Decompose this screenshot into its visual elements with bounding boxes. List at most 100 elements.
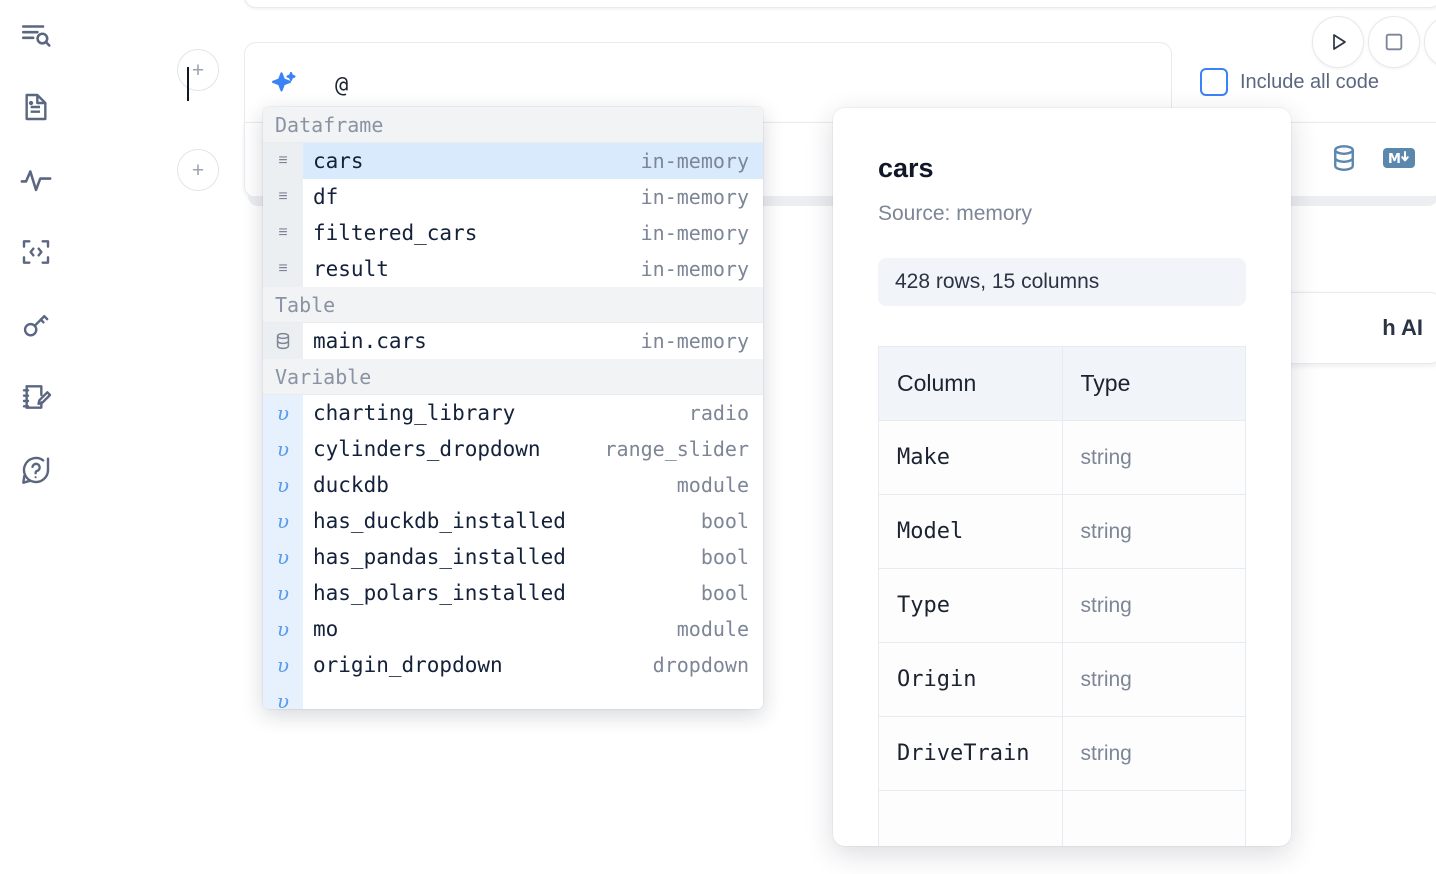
doc-column-type: string [1061,420,1246,495]
doc-column-type: string [1061,568,1246,643]
add-cell-button-bottom[interactable]: + [177,149,219,191]
autocomplete-item[interactable]: υ has_pandas_installed bool [263,539,763,575]
autocomplete-item-name: charting_library [313,401,516,425]
doc-column-type: string [1061,716,1246,791]
doc-column-name [878,790,1063,846]
doc-column-type: string [1061,494,1246,569]
previous-cell-card [244,0,1436,8]
variable-icon: υ [263,611,303,647]
autocomplete-item-name: has_pandas_installed [313,545,566,569]
autocomplete-item-type: bool [700,581,749,605]
autocomplete-item-name: origin_dropdown [313,653,503,677]
autocomplete-item-name: has_duckdb_installed [313,509,566,533]
autocomplete-item-type: in-memory [640,329,749,353]
doc-col-header-column: Column [878,346,1063,421]
autocomplete-item[interactable]: ≡ result in-memory [263,251,763,287]
dataframe-doc-panel: cars Source: memory 428 rows, 15 columns… [833,108,1291,846]
markdown-icon[interactable]: M [1383,146,1415,175]
autocomplete-item-type: in-memory [640,149,749,173]
doc-source: Source: memory [878,202,1033,225]
autocomplete-section-header: Table [263,287,763,323]
variable-icon: υ [263,431,303,467]
autocomplete-item[interactable]: main.cars in-memory [263,323,763,359]
autocomplete-item-type: in-memory [640,185,749,209]
autocomplete-item-type: in-memory [640,257,749,281]
help-icon[interactable] [11,445,61,495]
autocomplete-item-name: result [313,257,389,281]
variable-icon: υ [263,647,303,683]
doc-col-header-type: Type [1061,346,1246,421]
variable-icon: υ [263,395,303,431]
doc-shape-badge: 428 rows, 15 columns [878,258,1246,306]
database-icon[interactable] [1329,143,1359,178]
autocomplete-item-name: cars [313,149,364,173]
cell-action-icons: M [1329,143,1415,178]
autocomplete-item-name: main.cars [313,329,427,353]
activity-icon[interactable] [11,155,61,205]
autocomplete-section-header: Variable [263,359,763,395]
doc-column-name: DriveTrain [878,716,1063,791]
stop-button[interactable] [1368,16,1420,68]
left-icon-rail [0,0,72,874]
variable-icon: υ [263,683,303,709]
autocomplete-item[interactable]: υ origin_dropdown dropdown [263,647,763,683]
autocomplete-item[interactable]: υ cylinders_dropdown range_slider [263,431,763,467]
more-actions-button[interactable] [1424,16,1436,68]
doc-column-type: string [1061,642,1246,717]
add-cell-button-top[interactable]: + [177,49,219,91]
autocomplete-item-type: range_slider [604,437,750,461]
autocomplete-item-name: df [313,185,339,209]
dataframe-icon: ≡ [263,251,303,287]
snippets-icon[interactable] [11,227,61,277]
autocomplete-item[interactable]: ≡ df in-memory [263,179,763,215]
generate-with-ai-button[interactable]: h AI [1262,292,1436,364]
doc-column-name: Make [878,420,1063,495]
doc-column-name: Type [878,568,1063,643]
autocomplete-item-type: dropdown [652,653,749,677]
doc-title: cars [878,153,934,183]
ai-prompt-input[interactable] [335,65,1135,105]
run-button[interactable] [1312,16,1364,68]
autocomplete-item-type: module [676,617,749,641]
autocomplete-item-type: module [676,473,749,497]
autocomplete-item-type: in-memory [640,221,749,245]
autocomplete-item-name: cylinders_dropdown [313,437,541,461]
doc-column-name: Origin [878,642,1063,717]
autocomplete-item[interactable]: υ has_duckdb_installed bool [263,503,763,539]
autocomplete-item[interactable]: υ [263,683,763,709]
autocomplete-item-type: bool [700,509,749,533]
dataframe-icon: ≡ [263,179,303,215]
variable-icon: υ [263,539,303,575]
variable-icon: υ [263,503,303,539]
doc-table-row [878,790,1246,846]
doc-column-type [1061,790,1246,846]
include-all-code-row[interactable]: Include all code [1200,68,1379,96]
autocomplete-item-type: bool [700,545,749,569]
secrets-icon[interactable] [11,300,61,350]
scratchpad-icon[interactable] [11,372,61,422]
variable-icon: υ [263,575,303,611]
autocomplete-item-name: filtered_cars [313,221,478,245]
include-all-code-label: Include all code [1240,70,1379,93]
variable-icon: υ [263,467,303,503]
explore-icon[interactable] [11,10,61,60]
sparkle-icon [269,69,299,99]
document-icon[interactable] [11,82,61,132]
svg-text:M: M [1388,152,1401,167]
include-all-code-checkbox[interactable] [1200,68,1228,96]
doc-column-name: Model [878,494,1063,569]
autocomplete-item-name: duckdb [313,473,389,497]
